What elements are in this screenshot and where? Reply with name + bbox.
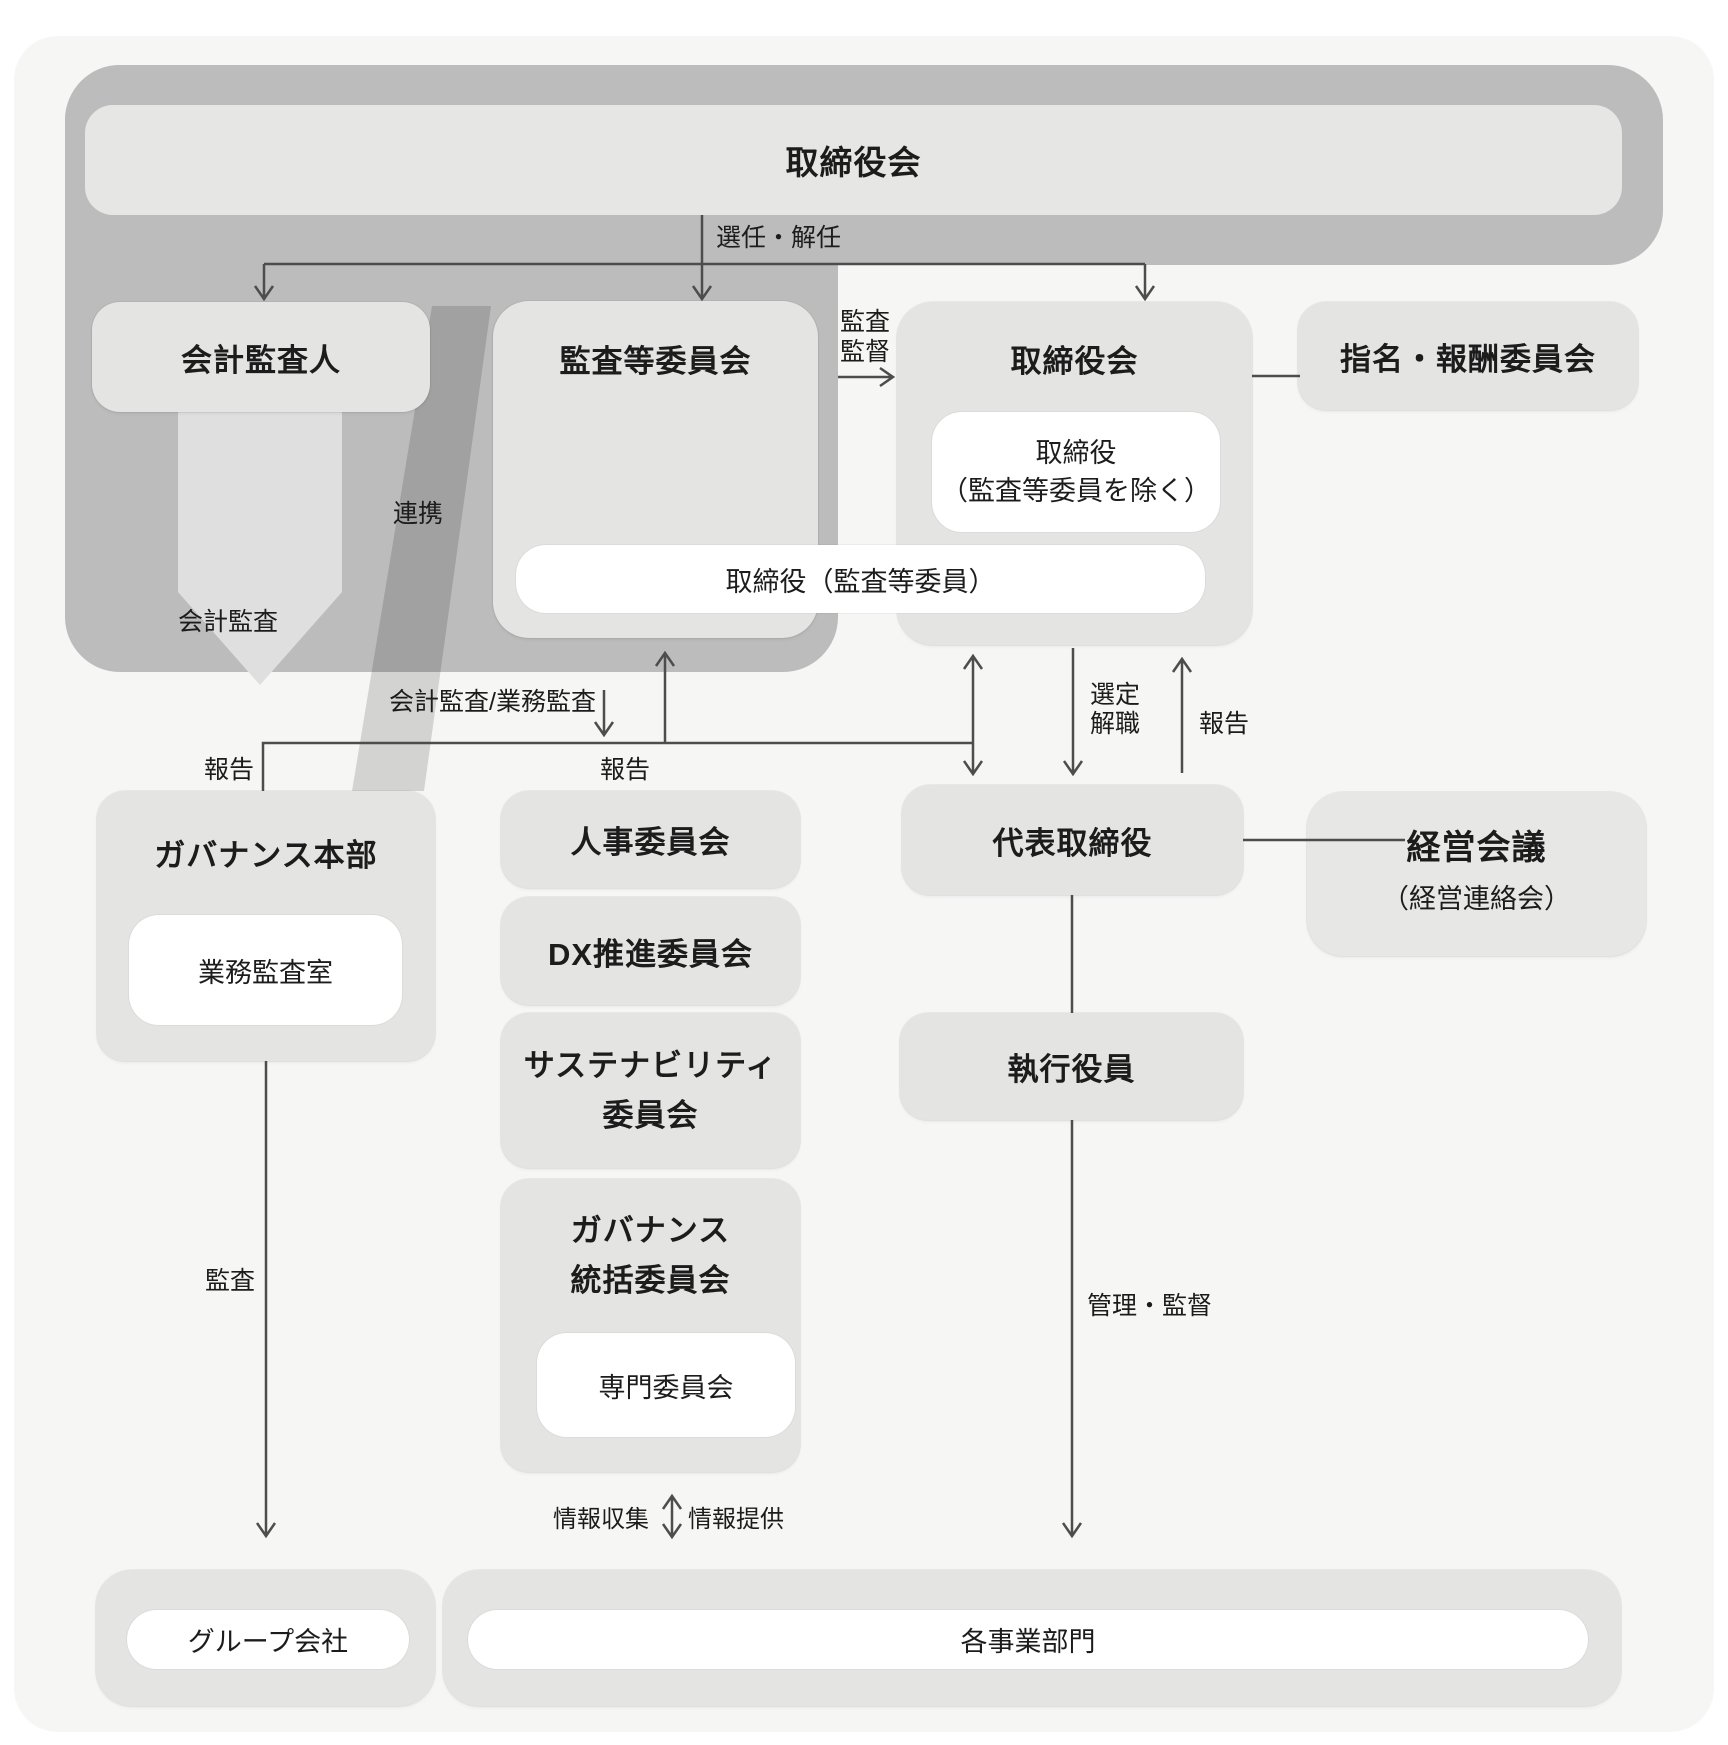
operations-audit-office-label: 業務監査室 xyxy=(198,957,333,988)
accounting-business-audit-label: 会計監査/業務監査 xyxy=(389,688,596,716)
info-gather-label: 情報収集 xyxy=(553,1506,649,1533)
dx-committee-label: DX推進委員会 xyxy=(547,936,754,972)
group-companies-label: グループ会社 xyxy=(187,1627,349,1657)
supervise-top-label: 監督 xyxy=(840,338,891,366)
cooperation-label: 連携 xyxy=(393,500,444,528)
audit-top-label: 監査 xyxy=(840,308,891,336)
management-council-sub: （経営連絡会） xyxy=(1307,878,1646,914)
audit-members-label: 取締役（監査等委員） xyxy=(725,566,996,597)
top-bar-board-label: 取締役会 xyxy=(785,144,922,181)
accounting-audit-label: 会計監査 xyxy=(178,608,279,636)
appoint-dismiss-label: 選任・解任 xyxy=(716,224,842,252)
info-provide-label: 情報提供 xyxy=(688,1506,784,1533)
business-divisions-label: 各事業部門 xyxy=(960,1627,1096,1657)
management-council-label: 経営会議 xyxy=(1406,828,1547,867)
select-label: 選定 xyxy=(1090,681,1141,709)
board-label: 取締役会 xyxy=(1010,343,1139,379)
representative-director-box: 代表取締役 xyxy=(902,785,1243,895)
top-bar-board: 取締役会 xyxy=(85,105,1622,215)
executive-officers-box: 執行役員 xyxy=(900,1013,1243,1120)
accounting-auditor-label: 会計監査人 xyxy=(181,342,341,378)
audit-committee-title: 監査等委員会 xyxy=(493,336,818,380)
report-right-label: 報告 xyxy=(1199,710,1250,738)
governance-hq-title: ガバナンス本部 xyxy=(97,830,435,874)
board-directors-line2: （監査等委員を除く） xyxy=(941,476,1211,506)
representative-director-label: 代表取締役 xyxy=(992,825,1153,861)
nomination-committee-label: 指名・報酬委員会 xyxy=(1340,341,1596,377)
board-directors-pill: 取締役 （監査等委員を除く） xyxy=(932,412,1220,532)
management-council-box xyxy=(1307,792,1646,956)
group-companies-pill: グループ会社 xyxy=(127,1610,409,1669)
cooperation-wedge xyxy=(352,306,491,791)
hr-committee-box: 人事委員会 xyxy=(501,791,800,888)
special-committee-label: 専門委員会 xyxy=(598,1372,734,1403)
board-title: 取締役会 xyxy=(897,336,1252,380)
accounting-audit-big-arrow xyxy=(178,412,342,685)
accounting-auditor-box: 会計監査人 xyxy=(92,302,430,412)
sustainability-line1: サステナビリティ xyxy=(523,1047,778,1083)
governance-committee-line1: ガバナンス xyxy=(570,1213,731,1248)
operations-audit-office-pill: 業務監査室 xyxy=(129,915,402,1025)
governance-committee-line2: 統括委員会 xyxy=(570,1263,731,1298)
governance-committee-title: ガバナンス 統括委員会 xyxy=(501,1179,800,1333)
dx-committee-box: DX推進委員会 xyxy=(501,897,800,1005)
report-mid-label: 報告 xyxy=(600,756,651,784)
hr-committee-label: 人事委員会 xyxy=(570,825,731,860)
audit-lower-label: 監査 xyxy=(205,1267,256,1295)
board-directors-line1: 取締役 xyxy=(1035,438,1117,468)
audit-members-pill: 取締役（監査等委員） xyxy=(516,545,1205,613)
executive-officers-label: 執行役員 xyxy=(1007,1052,1136,1087)
management-council-title: 経営会議 xyxy=(1307,820,1646,868)
audit-committee-label: 監査等委員会 xyxy=(559,343,752,379)
sustainability-committee-box: サステナビリティ 委員会 xyxy=(501,1013,800,1168)
special-committee-pill: 専門委員会 xyxy=(537,1333,795,1437)
dismiss-label: 解職 xyxy=(1090,710,1141,738)
manage-supervise-label: 管理・監督 xyxy=(1087,1292,1213,1320)
nomination-committee-box: 指名・報酬委員会 xyxy=(1298,302,1638,410)
governance-hq-label: ガバナンス本部 xyxy=(154,837,378,873)
business-divisions-pill: 各事業部門 xyxy=(468,1610,1588,1669)
report-left-label: 報告 xyxy=(204,756,255,784)
management-council-sub-label: （経営連絡会） xyxy=(1382,883,1571,914)
sustainability-line2: 委員会 xyxy=(602,1097,699,1133)
